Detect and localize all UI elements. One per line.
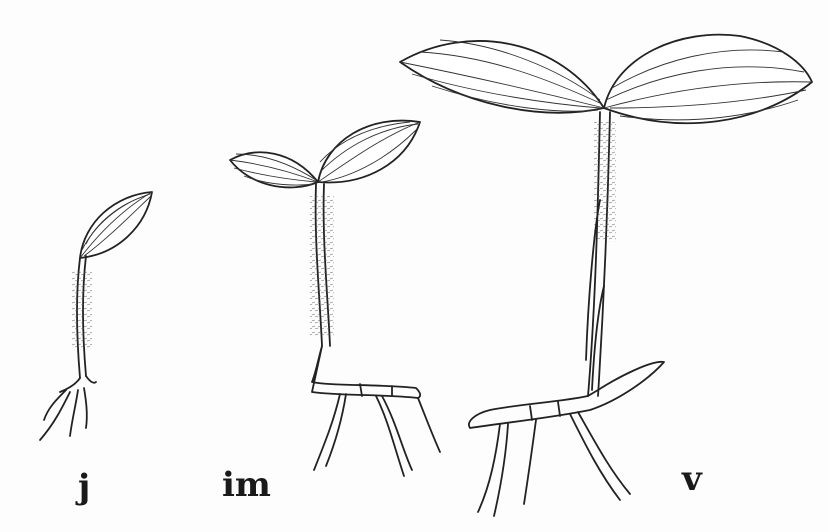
stage-label-im: im — [222, 468, 271, 502]
juvenile-leaf — [80, 192, 152, 258]
virginile-right-leaf — [604, 35, 812, 124]
virginile-rhizome — [469, 362, 664, 428]
virginile-roots — [478, 412, 630, 516]
seedling-immature — [230, 121, 440, 476]
seedling-virginile — [400, 35, 812, 516]
stage-label-v: v — [682, 462, 702, 496]
immature-rhizome — [312, 346, 420, 398]
juvenile-roots — [40, 376, 96, 440]
seedling-juvenile — [40, 192, 152, 440]
immature-roots — [314, 394, 440, 476]
immature-right-leaf — [318, 121, 420, 183]
stage-label-j: j — [78, 470, 90, 504]
